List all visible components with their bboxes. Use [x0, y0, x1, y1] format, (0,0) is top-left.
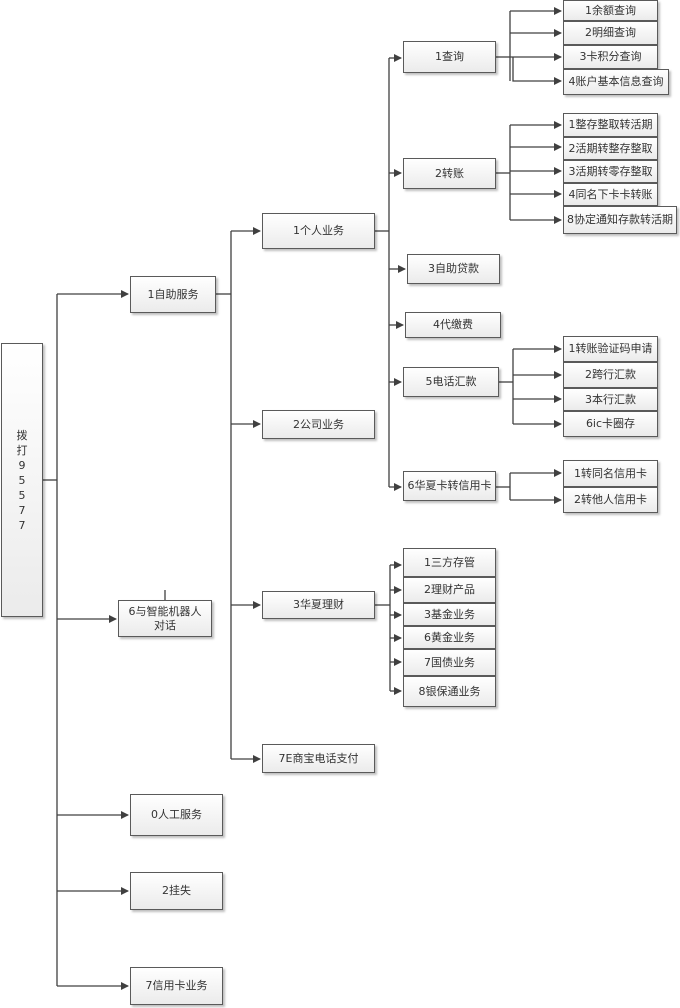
node-self-loan: 3自助贷款: [407, 254, 500, 284]
node-transfer-option: 8协定通知存款转活期: [563, 206, 677, 234]
root-char: 打: [16, 443, 28, 457]
node-credit-transfer-option: 1转同名信用卡: [563, 460, 658, 487]
node-balance-query: 1余额查询: [563, 0, 658, 21]
node-transfer-option: 4同名下卡卡转账: [563, 183, 658, 206]
node-bill-pay: 4代缴费: [405, 312, 501, 338]
node-card-to-credit: 6华夏卡转信用卡: [403, 471, 496, 501]
node-remit-option: 6ic卡圈存: [563, 411, 658, 437]
node-detail-query: 2明细查询: [563, 21, 658, 45]
node-transfer-option: 1整存整取转活期: [563, 113, 658, 137]
node-wealth-option: 1三方存管: [403, 548, 496, 577]
node-report-loss: 2挂失: [130, 872, 223, 910]
node-corporate: 2公司业务: [262, 410, 375, 439]
node-personal: 1个人业务: [262, 213, 375, 249]
arrow-connector: [512, 57, 562, 85]
node-credit-card: 7信用卡业务: [130, 967, 223, 1005]
node-wealth-option: 8银保通业务: [403, 676, 496, 707]
root-node: 拨 打 9 5 5 7 7: [1, 343, 43, 617]
node-transfer: 2转账: [403, 158, 496, 189]
root-char: 7: [18, 503, 26, 517]
node-remit-option: 2跨行汇款: [563, 362, 658, 388]
node-manual-service: 0人工服务: [130, 794, 223, 836]
node-transfer-option: 2活期转整存整取: [563, 137, 658, 160]
node-wealth-option: 3基金业务: [403, 603, 496, 626]
node-ebank-pay: 7E商宝电话支付: [262, 744, 375, 773]
root-char: 5: [18, 473, 26, 487]
node-remit-option: 1转账验证码申请: [563, 336, 658, 362]
node-credit-transfer-option: 2转他人信用卡: [563, 487, 658, 513]
root-char: 7: [18, 518, 26, 532]
node-wealth-option: 2理财产品: [403, 577, 496, 603]
node-wealth: 3华夏理财: [262, 591, 375, 619]
node-wealth-option: 7国债业务: [403, 649, 496, 676]
root-char: 9: [18, 458, 26, 472]
node-remit-option: 3本行汇款: [563, 388, 658, 411]
node-phone-remit: 5电话汇款: [403, 367, 499, 397]
node-account-info-query: 4账户基本信息查询: [563, 69, 669, 95]
root-char: 5: [18, 488, 26, 502]
node-points-query: 3卡积分查询: [563, 45, 658, 69]
node-query: 1查询: [403, 41, 496, 73]
node-self-service: 1自助服务: [130, 276, 216, 313]
node-transfer-option: 3活期转零存整取: [563, 160, 658, 183]
root-char: 拨: [16, 428, 28, 442]
node-robot-chat: 6与智能机器人对话: [118, 600, 212, 637]
node-wealth-option: 6黄金业务: [403, 626, 496, 649]
